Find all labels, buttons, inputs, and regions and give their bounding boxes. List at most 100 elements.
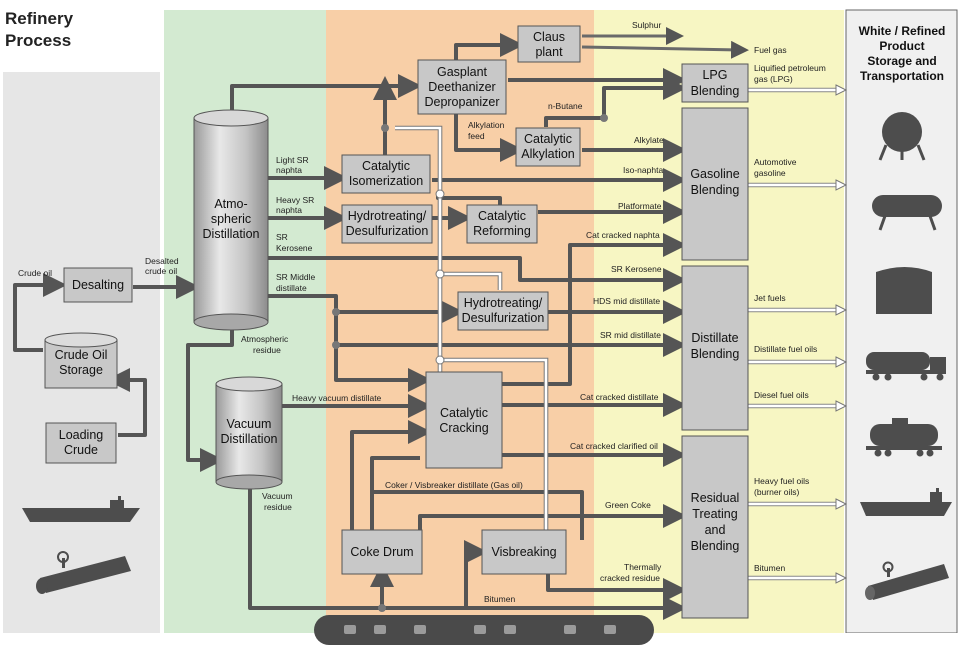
svg-text:Cat cracked naphta: Cat cracked naphta [586, 230, 660, 240]
storage-header: White / Refined Product Storage and Tran… [859, 24, 946, 83]
unit-crude-oil-storage[interactable]: Crude Oil Storage [44, 332, 118, 389]
tanker-ship-icon [22, 496, 140, 522]
unit-claus-plant[interactable]: Claus plant [517, 25, 581, 63]
svg-text:Hydrotreating/: Hydrotreating/ [348, 209, 427, 223]
unit-vacuum-distillation[interactable]: Vacuum Distillation [215, 376, 283, 490]
page-prev-icon[interactable] [474, 625, 486, 634]
svg-text:Blending: Blending [691, 347, 740, 361]
more-icon[interactable] [604, 625, 616, 634]
spherical-tank-icon [878, 112, 926, 161]
pipeline-icon [36, 551, 131, 594]
svg-text:Crude: Crude [64, 443, 98, 457]
svg-text:Catalytic: Catalytic [478, 209, 526, 223]
unit-gasoline-blending[interactable]: Gasoline Blending [681, 107, 749, 261]
svg-text:Sulphur: Sulphur [632, 20, 661, 30]
unit-distillate-blending[interactable]: Distillate Blending [681, 265, 749, 431]
unit-desalting[interactable]: Desalting [63, 267, 133, 303]
svg-text:Heavy vacuum distillate: Heavy vacuum distillate [292, 393, 382, 403]
svg-text:Distillate fuel oils: Distillate fuel oils [754, 344, 817, 354]
svg-text:Blending: Blending [691, 183, 740, 197]
svg-text:Cat cracked distillate: Cat cracked distillate [580, 392, 659, 402]
svg-text:White / Refined: White / Refined [859, 24, 946, 38]
svg-text:Cracking: Cracking [439, 421, 488, 435]
svg-text:SR: SR [276, 232, 288, 242]
svg-text:SR mid distillate: SR mid distillate [600, 330, 661, 340]
page-title: Refinery [5, 9, 74, 28]
unit-catalytic-cracking[interactable]: Catalytic Cracking [425, 371, 503, 469]
svg-text:Kerosene: Kerosene [276, 243, 313, 253]
unit-lpg-blending[interactable]: LPG Blending [681, 63, 749, 103]
unit-loading-crude[interactable]: Loading Crude [45, 422, 117, 464]
unit-catalytic-isomerization[interactable]: Catalytic Isomerization [341, 154, 431, 194]
svg-text:distillate: distillate [276, 283, 307, 293]
svg-text:Bitumen: Bitumen [484, 594, 515, 604]
svg-text:crude oil: crude oil [145, 266, 177, 276]
svg-text:Reforming: Reforming [473, 224, 531, 238]
print-icon[interactable] [374, 625, 386, 634]
tank-truck-icon [866, 352, 946, 381]
page-next-icon[interactable] [504, 625, 516, 634]
svg-text:Deethanizer: Deethanizer [428, 80, 495, 94]
svg-text:Platformate: Platformate [618, 201, 662, 211]
storage-tank-icon [876, 267, 932, 314]
unit-atmospheric-distillation[interactable]: Atmo- spheric Distillation [193, 109, 269, 331]
svg-text:Alkylate: Alkylate [634, 135, 664, 145]
svg-text:Loading: Loading [59, 428, 104, 442]
svg-text:LPG: LPG [702, 68, 727, 82]
svg-text:Automotive: Automotive [754, 157, 797, 167]
svg-text:Storage and: Storage and [867, 54, 936, 68]
svg-text:Isomerization: Isomerization [349, 174, 423, 188]
svg-text:Heavy SR: Heavy SR [276, 195, 314, 205]
svg-text:Catalytic: Catalytic [440, 406, 488, 420]
svg-text:Catalytic: Catalytic [362, 159, 410, 173]
svg-text:Depropanizer: Depropanizer [424, 95, 499, 109]
svg-text:Desulfurization: Desulfurization [346, 224, 429, 238]
horizontal-tank-icon [872, 195, 942, 231]
svg-text:HDS mid distillate: HDS mid distillate [593, 296, 660, 306]
svg-text:naphta: naphta [276, 165, 302, 175]
svg-text:Atmo-: Atmo- [214, 197, 247, 211]
svg-text:Transportation: Transportation [860, 69, 944, 83]
svg-text:Coker / Visbreaker distillate: Coker / Visbreaker distillate (Gas oil) [385, 480, 523, 490]
svg-text:Vacuum: Vacuum [227, 417, 272, 431]
svg-text:residue: residue [253, 345, 281, 355]
unit-hydrotreating-2[interactable]: Hydrotreating/ Desulfurization [457, 291, 549, 331]
tanker-ship-icon-right [860, 488, 952, 516]
svg-text:Blending: Blending [691, 539, 740, 553]
svg-text:Atmospheric: Atmospheric [241, 334, 289, 344]
svg-text:Treating: Treating [692, 507, 737, 521]
svg-text:Crude oil: Crude oil [18, 268, 52, 278]
unit-catalytic-reforming[interactable]: Catalytic Reforming [466, 204, 538, 244]
unit-hydrotreating-1[interactable]: Hydrotreating/ Desulfurization [341, 204, 433, 244]
unit-catalytic-alkylation[interactable]: Catalytic Alkylation [515, 127, 581, 167]
svg-text:(burner oils): (burner oils) [754, 487, 800, 497]
save-icon[interactable] [344, 625, 356, 634]
svg-text:Residual: Residual [691, 491, 740, 505]
svg-text:Gasoline: Gasoline [690, 167, 739, 181]
unit-gasplant[interactable]: Gasplant Deethanizer Depropanizer [417, 59, 507, 115]
svg-text:Visbreaking: Visbreaking [491, 545, 556, 559]
svg-text:Fuel gas: Fuel gas [754, 45, 787, 55]
svg-text:Vacuum: Vacuum [262, 491, 293, 501]
svg-text:and: and [705, 523, 726, 537]
svg-text:cracked residue: cracked residue [600, 573, 660, 583]
svg-text:SR Kerosene: SR Kerosene [611, 264, 662, 274]
viewer-toolbar[interactable] [314, 615, 654, 645]
unit-residual-blending[interactable]: Residual Treating and Blending [681, 435, 749, 619]
unit-visbreaking[interactable]: Visbreaking [481, 529, 567, 575]
fit-icon[interactable] [564, 625, 576, 634]
svg-text:Coke Drum: Coke Drum [350, 545, 413, 559]
unit-coke-drum[interactable]: Coke Drum [341, 529, 423, 575]
svg-text:Desalting: Desalting [72, 278, 124, 292]
svg-text:Distillation: Distillation [203, 227, 260, 241]
svg-text:feed: feed [468, 131, 485, 141]
flow-labels: Crude oil Desalted crude oil Light SR na… [18, 20, 826, 604]
svg-text:Storage: Storage [59, 363, 103, 377]
svg-text:Desalted: Desalted [145, 256, 179, 266]
svg-text:spheric: spheric [211, 212, 251, 226]
svg-text:Blending: Blending [691, 84, 740, 98]
svg-text:SR Middle: SR Middle [276, 272, 315, 282]
svg-text:Alkylation: Alkylation [521, 147, 575, 161]
zoom-icon[interactable] [414, 625, 426, 634]
